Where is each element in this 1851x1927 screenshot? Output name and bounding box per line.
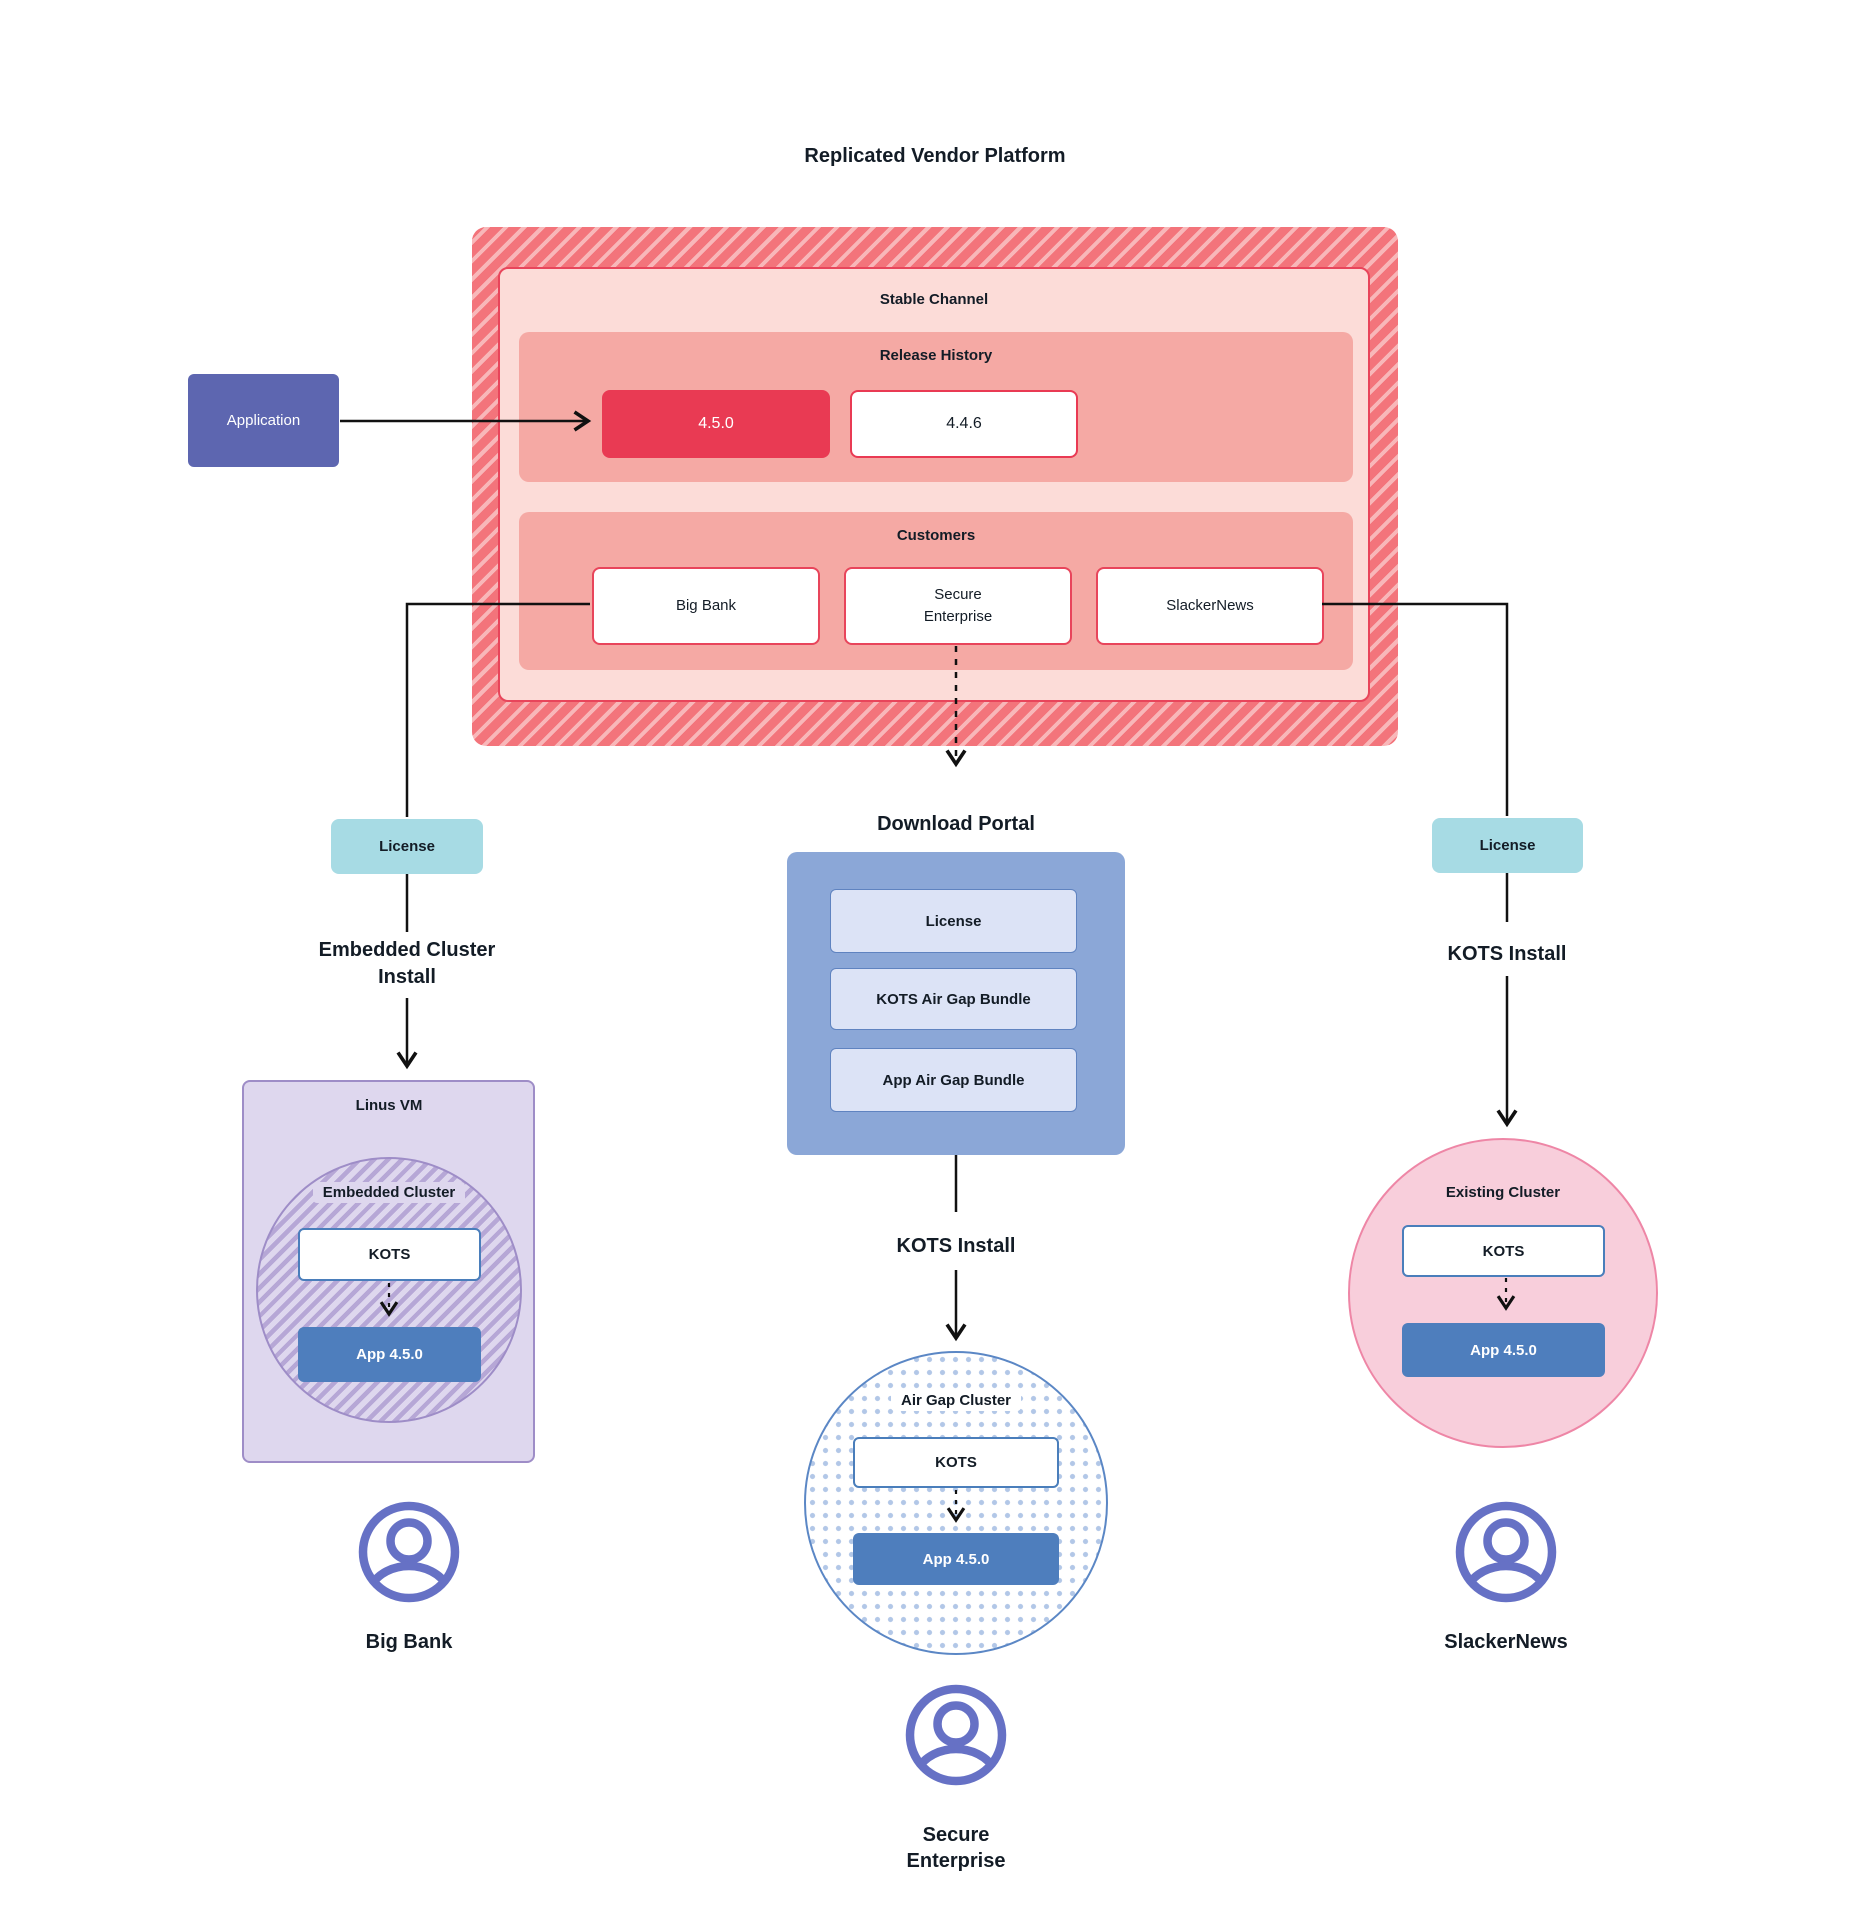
user-avatar-icon-secure-enterprise bbox=[905, 1684, 1007, 1786]
license-box-big-bank: License bbox=[331, 819, 483, 874]
release-version-previous: 4.4.6 bbox=[850, 390, 1078, 458]
air-gap-cluster-label-text: Air Gap Cluster bbox=[890, 1390, 1022, 1411]
app-version-box-existing: App 4.5.0 bbox=[1402, 1323, 1605, 1377]
portal-item-app-airgap-bundle: App Air Gap Bundle bbox=[830, 1048, 1077, 1112]
portal-item-license: License bbox=[830, 889, 1077, 953]
kots-install-label-middle: KOTS Install bbox=[896, 1234, 1016, 1257]
kots-install-label-right: KOTS Install bbox=[1447, 942, 1567, 965]
application-box: Application bbox=[188, 374, 339, 467]
vendor-platform-box: Stable Channel Release History 4.5.0 4.4… bbox=[472, 227, 1398, 746]
customer-secure-enterprise: Secure Enterprise bbox=[844, 567, 1072, 645]
air-gap-cluster-label: Air Gap Cluster bbox=[856, 1390, 1056, 1411]
customer-slackernews: SlackerNews bbox=[1096, 567, 1324, 645]
big-bank-name: Big Bank bbox=[365, 1631, 453, 1653]
app-version-box-airgap: App 4.5.0 bbox=[853, 1533, 1059, 1585]
stable-channel-label: Stable Channel bbox=[879, 291, 989, 308]
customer-big-bank: Big Bank bbox=[592, 567, 820, 645]
customers-box: Customers Big Bank Secure Enterprise Sla… bbox=[519, 512, 1353, 670]
diagram-title: Replicated Vendor Platform bbox=[804, 144, 1066, 167]
release-version-current: 4.5.0 bbox=[602, 390, 830, 458]
embedded-cluster-label-text: Embedded Cluster bbox=[312, 1182, 466, 1203]
kots-box-embedded: KOTS bbox=[298, 1228, 481, 1281]
existing-cluster-circle bbox=[1348, 1138, 1658, 1448]
stable-channel-box: Stable Channel Release History 4.5.0 4.4… bbox=[498, 267, 1370, 702]
secure-enterprise-name: Secure Enterprise bbox=[906, 1824, 1006, 1872]
linus-vm-label: Linus VM bbox=[355, 1097, 423, 1114]
release-history-box: Release History 4.5.0 4.4.6 bbox=[519, 332, 1353, 482]
embedded-cluster-label: Embedded Cluster bbox=[289, 1182, 489, 1203]
existing-cluster-label: Existing Cluster bbox=[1445, 1184, 1561, 1201]
embedded-cluster-install-label: Embedded Cluster Install bbox=[318, 939, 496, 988]
user-avatar-icon-big-bank bbox=[358, 1501, 460, 1603]
slackernews-name: SlackerNews bbox=[1444, 1631, 1568, 1653]
customers-label: Customers bbox=[896, 527, 976, 544]
download-portal-box: License KOTS Air Gap Bundle App Air Gap … bbox=[787, 852, 1125, 1155]
release-history-label: Release History bbox=[879, 347, 993, 364]
portal-item-kots-airgap-bundle: KOTS Air Gap Bundle bbox=[830, 968, 1077, 1030]
download-portal-title: Download Portal bbox=[877, 812, 1035, 835]
kots-box-airgap: KOTS bbox=[853, 1437, 1059, 1488]
license-box-slackernews: License bbox=[1432, 818, 1583, 873]
user-avatar-icon-slackernews bbox=[1455, 1501, 1557, 1603]
kots-box-existing: KOTS bbox=[1402, 1225, 1605, 1277]
app-version-box-embedded: App 4.5.0 bbox=[298, 1327, 481, 1382]
